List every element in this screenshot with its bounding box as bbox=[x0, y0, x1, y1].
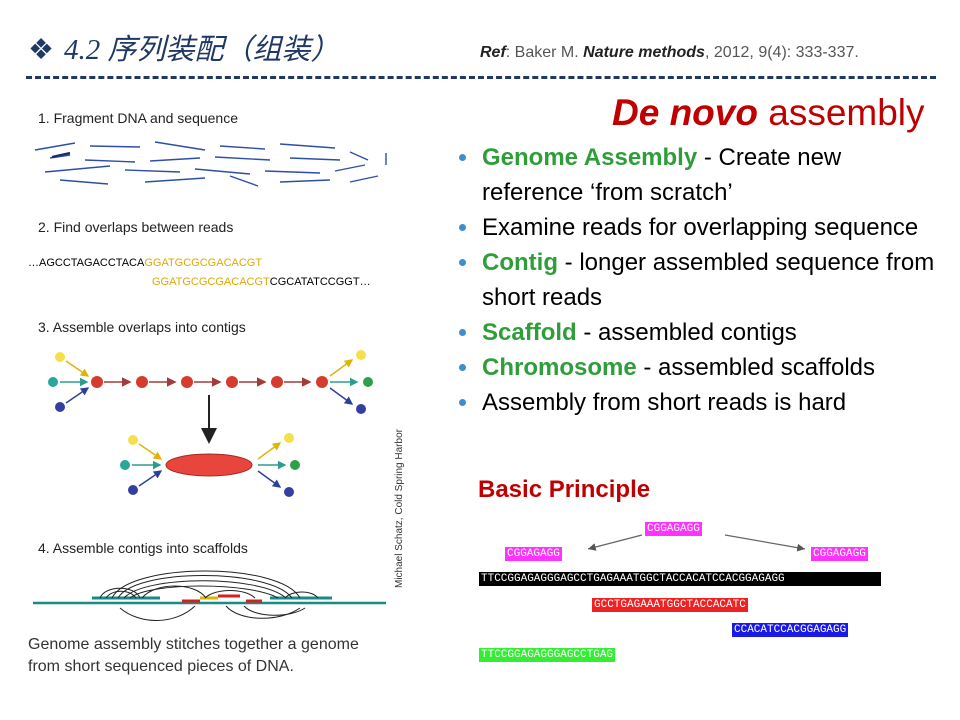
arrow-left bbox=[587, 534, 643, 551]
dna-fragments bbox=[34, 141, 387, 187]
bullet-text: Examine reads for overlapping sequence bbox=[482, 214, 919, 241]
overlap-shared: GGATGCGCGACACGT bbox=[152, 276, 270, 288]
ref-volume: , 2012, 9(4): 333-337. bbox=[704, 44, 859, 61]
contig-ellipse bbox=[120, 433, 300, 497]
seq-left-read: CGGAGAGG bbox=[505, 547, 562, 561]
ref-prefix: Ref bbox=[480, 44, 506, 61]
contig-chain bbox=[48, 350, 373, 414]
bullet-text: - assembled contigs bbox=[576, 319, 797, 346]
ref-journal: Nature methods bbox=[583, 44, 705, 61]
title-text: 4.2 序列装配（组装） bbox=[64, 34, 340, 66]
overlap-line1: …AGCCTAGACCTACAGGATGCGCGACACGT bbox=[28, 257, 262, 269]
figure-caption: Genome assembly stitches together a geno… bbox=[28, 634, 359, 678]
overlap-line2: GGATGCGCGACACGTCGCATATCCGGT… bbox=[152, 276, 371, 288]
bullet-term: Chromosome bbox=[482, 354, 637, 381]
step1-label: 1. Fragment DNA and sequence bbox=[38, 110, 239, 126]
seq-green-read: TTCCGGAGAGGGAGCCTGAG bbox=[479, 648, 616, 662]
heading-rest: assembly bbox=[757, 92, 925, 133]
fragment-bold bbox=[51, 151, 71, 159]
bullet-item: Assembly from short reads is hard bbox=[455, 385, 935, 420]
bullet-item: Chromosome - assembled scaffolds bbox=[455, 350, 935, 385]
caption-line1: Genome assembly stitches together a geno… bbox=[28, 636, 359, 653]
bullet-text: Assembly from short reads is hard bbox=[482, 389, 847, 416]
bullet-item: Contig - longer assembled sequence from … bbox=[455, 245, 935, 315]
caption-line2: from short sequenced pieces of DNA. bbox=[28, 658, 294, 675]
title-divider bbox=[26, 76, 936, 79]
seq-blue-read: CCACATCCACGGAGAGG bbox=[732, 623, 849, 637]
step2-label: 2. Find overlaps between reads bbox=[38, 219, 234, 235]
seq-reference: TTCCGGAGAGGGAGCCTGAGAAATGGCTACCACATCCACG… bbox=[479, 572, 881, 586]
overlap-read2: CGCATATCCGGT… bbox=[269, 276, 371, 288]
bullet-term: Contig bbox=[482, 249, 558, 276]
overlap-shared: GGATGCGCGACACGT bbox=[144, 257, 263, 269]
ref-authors: : Baker M. bbox=[505, 44, 584, 61]
section-heading: De novo assembly bbox=[612, 92, 925, 134]
step3-label: 3. Assemble overlaps into contigs bbox=[38, 319, 246, 335]
scaffold-diagram bbox=[33, 570, 386, 621]
step4-label: 4. Assemble contigs into scaffolds bbox=[38, 540, 248, 556]
diamond-icon: ❖ bbox=[28, 34, 54, 66]
bullet-text: - longer assembled sequence from short r… bbox=[482, 249, 935, 311]
principle-title: Basic Principle bbox=[478, 476, 651, 503]
bullet-text: - assembled scaffolds bbox=[636, 354, 876, 381]
principle-arrows bbox=[587, 534, 806, 552]
heading-italic: De novo bbox=[612, 92, 758, 133]
bullet-list: Genome Assembly - Create new reference ‘… bbox=[455, 140, 935, 420]
arrow-right bbox=[724, 534, 806, 552]
bullet-item: Examine reads for overlapping sequence bbox=[455, 210, 935, 245]
slide-title: ❖ 4.2 序列装配（组装） bbox=[28, 26, 340, 68]
bullet-term: Genome Assembly bbox=[482, 144, 698, 171]
seq-top-read: CGGAGAGG bbox=[645, 522, 702, 536]
bullet-term: Scaffold bbox=[482, 319, 577, 346]
bullet-item: Scaffold - assembled contigs bbox=[455, 315, 935, 350]
seq-red-read: GCCTGAGAAATGGCTACCACATC bbox=[592, 598, 748, 612]
assembly-figure bbox=[33, 141, 387, 621]
bullet-item: Genome Assembly - Create new reference ‘… bbox=[455, 140, 935, 210]
reference-citation: Ref: Baker M. Nature methods, 2012, 9(4)… bbox=[480, 44, 859, 62]
seq-right-read: CGGAGAGG bbox=[811, 547, 868, 561]
bullet-text: - Create new reference ‘from scratch’ bbox=[482, 144, 842, 206]
overlap-read1: …AGCCTAGACCTACA bbox=[28, 257, 145, 269]
